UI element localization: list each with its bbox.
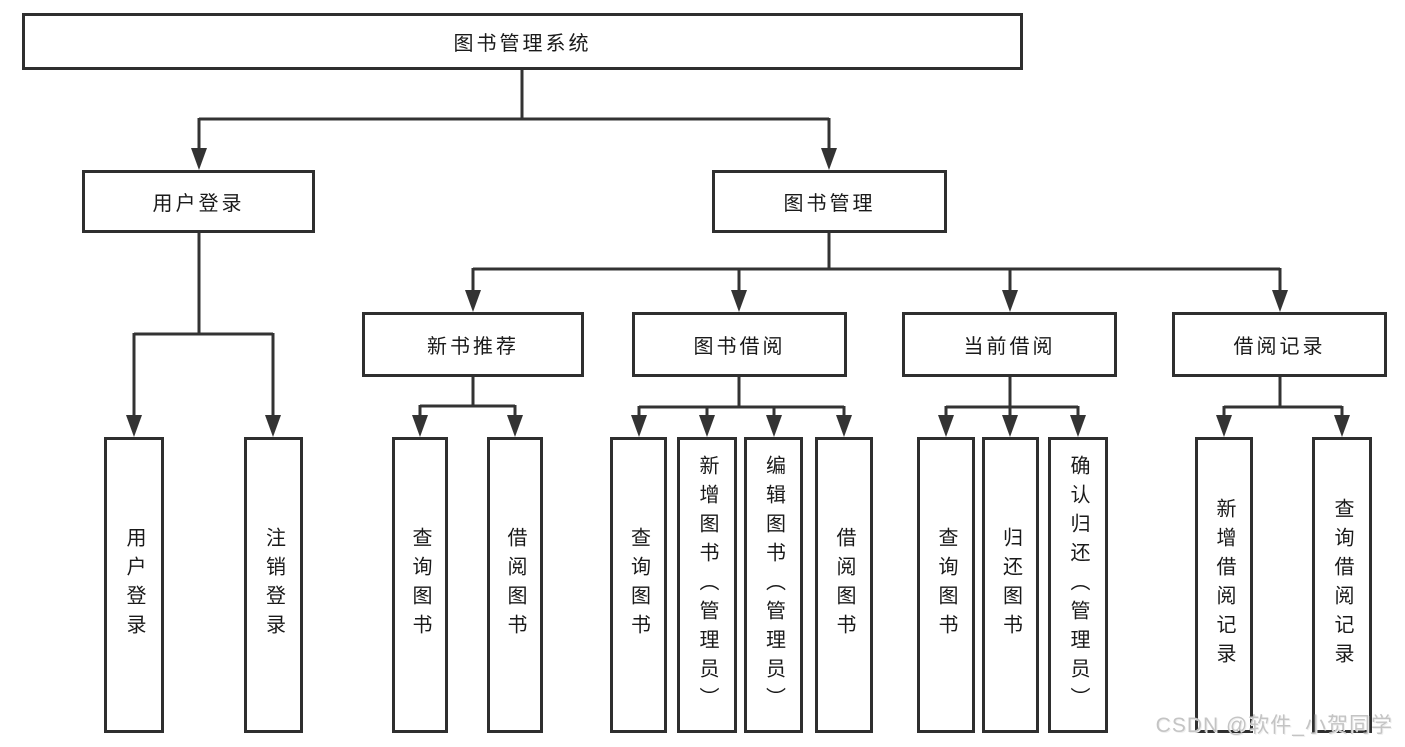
node-label: 查询借阅记录 xyxy=(1331,498,1353,672)
node-label: 查询图书 xyxy=(409,527,431,643)
node-label: 图书借阅 xyxy=(693,336,786,358)
node-label: 查询图书 xyxy=(627,527,650,643)
node-label: 借阅图书 xyxy=(504,527,526,643)
node-current-borrowing: 当前借阅 xyxy=(902,312,1117,377)
leaf-user-login: 用户登录 xyxy=(104,437,164,733)
node-label: 归还图书 xyxy=(999,527,1022,643)
node-book-management: 图书管理 xyxy=(712,170,947,233)
node-label: 借阅记录 xyxy=(1233,336,1326,358)
node-label: 确认归还（管理员） xyxy=(1067,454,1089,716)
leaf-add-borrow-record: 新增借阅记录 xyxy=(1195,437,1253,733)
leaf-query-books-current: 查询图书 xyxy=(917,437,975,733)
node-new-book-recommend: 新书推荐 xyxy=(362,312,584,377)
leaf-return-books: 归还图书 xyxy=(982,437,1039,733)
node-label: 新增图书（管理员） xyxy=(696,454,718,716)
node-book-borrowing: 图书借阅 xyxy=(632,312,847,377)
node-library-system: 图书管理系统 xyxy=(22,13,1023,70)
node-label: 编辑图书（管理员） xyxy=(762,454,785,716)
leaf-logout: 注销登录 xyxy=(244,437,303,733)
leaf-edit-book-admin: 编辑图书（管理员） xyxy=(744,437,803,733)
node-label: 借阅图书 xyxy=(833,527,855,643)
node-label: 新增借阅记录 xyxy=(1213,498,1235,672)
node-label: 新书推荐 xyxy=(427,336,519,358)
leaf-add-book-admin: 新增图书（管理员） xyxy=(677,437,737,733)
node-borrowing-records: 借阅记录 xyxy=(1172,312,1387,377)
node-label: 当前借阅 xyxy=(963,336,1056,358)
node-label: 用户登录 xyxy=(123,527,145,643)
node-label: 图书管理 xyxy=(783,193,876,215)
leaf-borrow-books-borrowing: 借阅图书 xyxy=(815,437,873,733)
leaf-query-books-borrowing: 查询图书 xyxy=(610,437,667,733)
node-label: 查询图书 xyxy=(935,527,957,643)
leaf-query-borrow-record: 查询借阅记录 xyxy=(1312,437,1372,733)
node-label: 用户登录 xyxy=(152,193,245,215)
node-label: 图书管理系统 xyxy=(453,33,592,55)
leaf-borrow-books-recommend: 借阅图书 xyxy=(487,437,543,733)
leaf-query-books-recommend: 查询图书 xyxy=(392,437,448,733)
node-user-login: 用户登录 xyxy=(82,170,315,233)
watermark: CSDN @软件_小贺同学 xyxy=(1155,714,1393,737)
node-label: 注销登录 xyxy=(262,527,285,643)
leaf-confirm-return-admin: 确认归还（管理员） xyxy=(1048,437,1108,733)
